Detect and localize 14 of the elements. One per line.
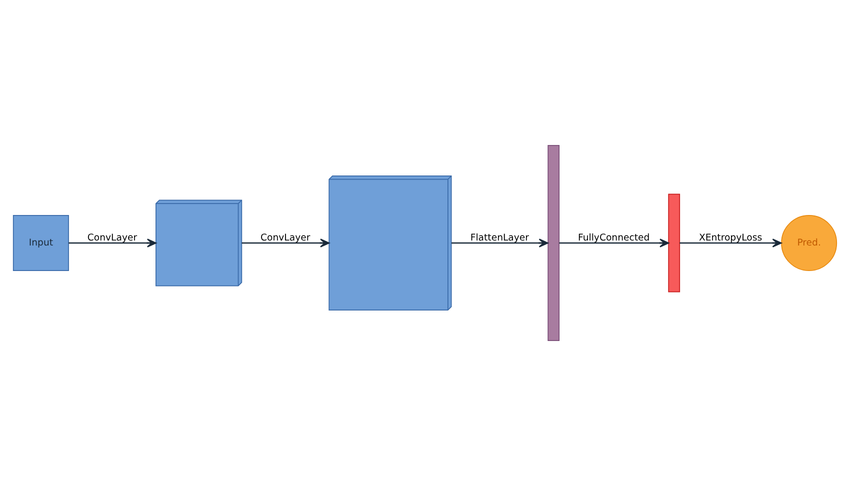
arrow	[68, 238, 156, 248]
arrow	[559, 238, 670, 248]
arrow	[452, 238, 548, 248]
edge-label: ConvLayer	[260, 232, 310, 244]
arrow	[680, 238, 782, 248]
node-circle: Pred.	[781, 214, 838, 271]
node-box: Input	[12, 214, 69, 271]
node-bar	[668, 194, 680, 292]
arrow	[242, 238, 330, 248]
edge-label: ConvLayer	[87, 232, 138, 244]
edge-label: FlattenLayer	[470, 232, 530, 244]
edge-label: XEntropyLoss	[699, 232, 762, 244]
edge-label: FullyConnected	[578, 232, 650, 244]
node-bar	[548, 144, 560, 342]
